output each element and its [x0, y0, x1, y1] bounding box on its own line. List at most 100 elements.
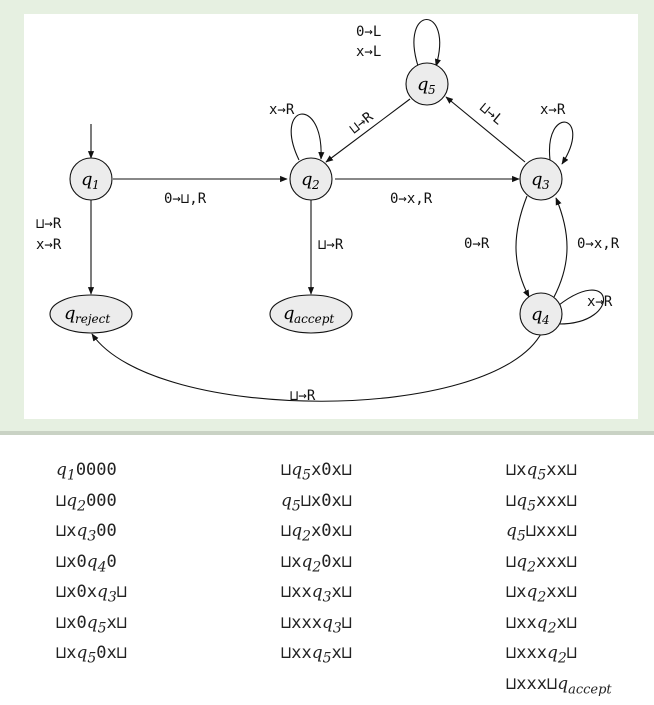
svg-text:2: 2	[311, 178, 320, 192]
state-name: q	[291, 521, 303, 541]
state-q1: q 1	[69, 157, 113, 201]
tape-content: 0x⊔	[321, 551, 353, 572]
tape-content: x⊔	[556, 612, 578, 633]
state-name: q	[516, 490, 528, 511]
configuration-column-3: ⊔xq5xx⊔⊔q5xxx⊔q5⊔xxx⊔⊔q2xxx⊔⊔xq2xx⊔⊔xxq2…	[506, 455, 612, 699]
label-q2-q3: 0→x,R	[390, 191, 433, 207]
configuration-row: ⊔x0xq3⊔	[56, 577, 127, 608]
label-q1-q2: 0→⊔,R	[164, 191, 207, 207]
state-qreject: q reject	[49, 294, 133, 334]
configuration-row: ⊔xq20x⊔	[281, 547, 352, 578]
state-subscript: accept	[568, 681, 612, 697]
svg-text:q: q	[531, 304, 543, 325]
tape-content: ⊔xx	[506, 612, 537, 633]
configuration-row: ⊔x0q5x⊔	[56, 608, 127, 639]
svg-text:4: 4	[541, 313, 550, 327]
tape-content: ⊔	[281, 521, 292, 541]
svg-text:q: q	[283, 303, 295, 324]
state-name: q	[526, 582, 538, 602]
tape-content: xx⊔	[546, 460, 578, 480]
state-subscript: 2	[537, 589, 547, 606]
state-name: q	[321, 612, 333, 633]
state-name: q	[76, 521, 88, 541]
edge-q3-q4	[515, 195, 530, 298]
tape-content: 0000	[75, 460, 117, 480]
state-subscript: 4	[97, 558, 107, 575]
tape-content: ⊔x0x⊔	[300, 490, 352, 511]
configuration-row: ⊔q5x0x⊔	[281, 455, 352, 486]
state-q2: q 2	[289, 157, 333, 201]
tape-content: xx⊔	[546, 582, 578, 602]
configuration-sequence: q10000⊔q2000⊔xq300⊔x0q40⊔x0xq3⊔⊔x0q5x⊔⊔x…	[0, 455, 654, 698]
svg-text:1: 1	[92, 178, 100, 192]
state-subscript: 3	[322, 589, 332, 606]
tape-content: x0x⊔	[311, 521, 353, 541]
state-q4: q 4	[519, 292, 563, 336]
edge-q3-loop	[548, 121, 574, 165]
tape-content: x⊔	[331, 582, 353, 602]
configuration-row: ⊔xq50x⊔	[56, 638, 127, 669]
state-name: q	[96, 582, 108, 602]
state-name: q	[86, 551, 98, 572]
tape-content: ⊔xxx	[281, 612, 322, 633]
configuration-row: ⊔xxxq2⊔	[506, 638, 612, 669]
edge-q5-q2	[325, 98, 411, 163]
state-subscript: 5	[537, 467, 547, 484]
tape-content: 0	[106, 551, 117, 572]
tape-content: ⊔x0	[56, 612, 87, 633]
tape-content: ⊔xx	[281, 643, 312, 663]
tape-content: x⊔	[106, 612, 128, 633]
configuration-row: ⊔q2x0x⊔	[281, 516, 352, 547]
state-name: q	[557, 673, 569, 694]
label-q1-reject-1: ⊔→R	[36, 216, 62, 232]
label-q5-loop-1: 0→L	[356, 24, 381, 40]
edge-q3-q5	[445, 96, 526, 163]
configuration-row: ⊔q5xxx⊔	[506, 486, 612, 517]
svg-text:5: 5	[428, 83, 436, 97]
state-subscript: 5	[302, 467, 312, 484]
tape-content: ⊔x0	[56, 551, 87, 572]
state-subscript: 3	[332, 619, 342, 636]
label-q2-accept: ⊔→R	[318, 237, 344, 253]
state-name: q	[56, 460, 67, 480]
state-name: q	[536, 612, 548, 633]
state-name: q	[526, 460, 538, 480]
state-subscript: 2	[77, 497, 87, 514]
label-q2-loop: x→R	[269, 102, 295, 118]
tape-content: ⊔xxx⊔	[525, 521, 577, 541]
state-name: q	[546, 643, 558, 663]
tape-content: ⊔xxx	[506, 643, 547, 663]
state-name: q	[291, 460, 303, 480]
configuration-row: ⊔x0q40	[56, 547, 127, 578]
tape-content: xxx⊔	[536, 551, 578, 572]
tape-content: xxx⊔	[536, 490, 578, 511]
tape-content: x0x⊔	[311, 460, 353, 480]
tape-content: ⊔x	[506, 582, 527, 602]
label-q5-q2: ⊔→R	[347, 109, 377, 138]
configuration-row: ⊔q2xxx⊔	[506, 547, 612, 578]
svg-text:3: 3	[542, 178, 550, 192]
edge-q2-loop	[290, 113, 325, 161]
state-name: q	[311, 582, 323, 602]
tape-content: ⊔x	[281, 551, 302, 572]
state-name: q	[301, 551, 313, 572]
svg-text:reject: reject	[75, 312, 110, 326]
state-subscript: 2	[527, 558, 537, 575]
label-q3-loop: x→R	[540, 102, 566, 118]
state-name: q	[86, 612, 98, 633]
tape-content: ⊔x	[56, 521, 77, 541]
state-subscript: 3	[87, 528, 97, 545]
label-q5-loop-2: x→L	[356, 44, 381, 60]
tape-content: ⊔	[281, 460, 292, 480]
configuration-row: q5⊔xxx⊔	[506, 516, 612, 547]
state-subscript: 2	[312, 558, 322, 575]
edge-q4-q3	[553, 197, 568, 298]
configuration-row: ⊔q2000	[56, 486, 127, 517]
state-name: q	[516, 551, 528, 572]
tape-content: ⊔	[506, 551, 517, 572]
svg-text:q: q	[81, 169, 93, 190]
state-subscript: 5	[97, 619, 107, 636]
state-q5: q 5	[405, 62, 449, 106]
state-subscript: 5	[87, 650, 97, 667]
configuration-row: ⊔xxq2x⊔	[506, 608, 612, 639]
